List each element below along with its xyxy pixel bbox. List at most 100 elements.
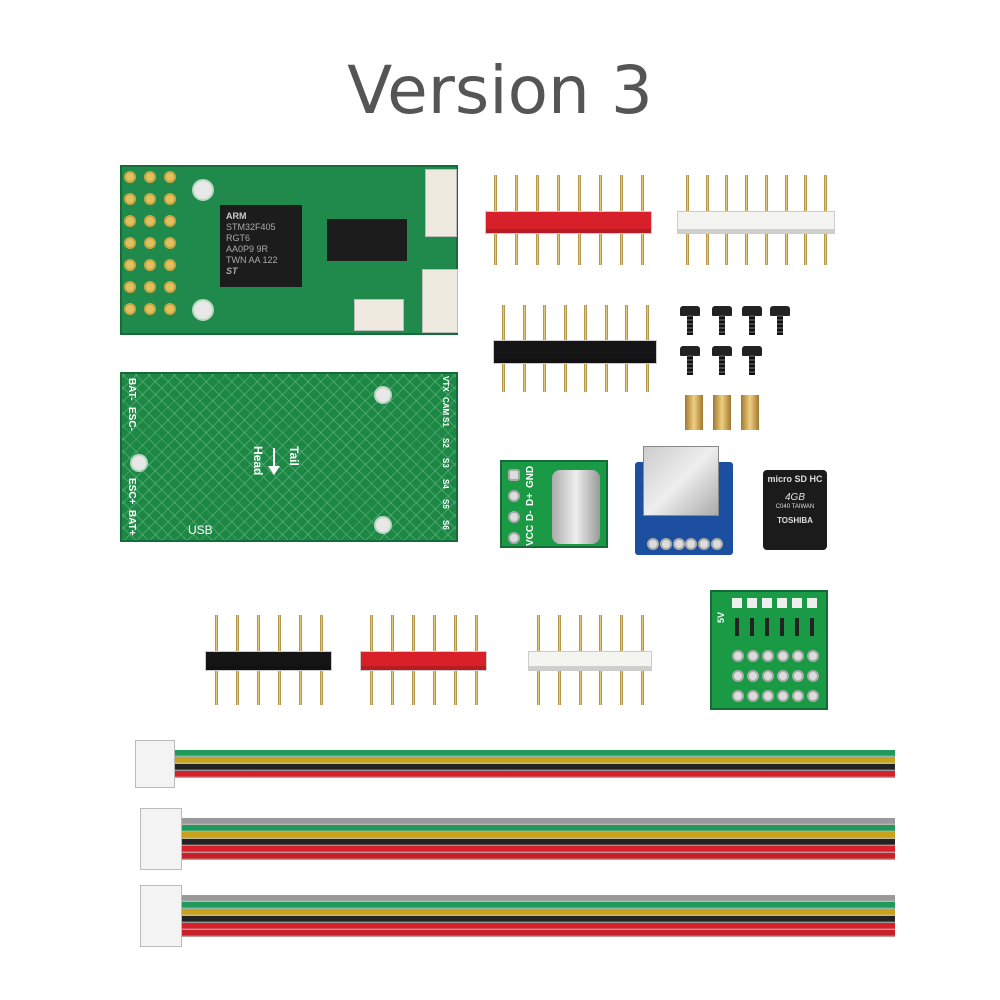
sd-pin-pad (659, 538, 672, 550)
sd-capacity: 4GB (784, 492, 805, 504)
solder-pad (124, 171, 136, 183)
pad (792, 598, 802, 608)
screw-thread (687, 315, 693, 335)
jst-cable (165, 895, 895, 937)
pad (777, 598, 787, 608)
resistor (810, 618, 814, 636)
chip-text: AA0P9 9R (226, 244, 269, 254)
wire (165, 839, 895, 846)
header-housing (205, 651, 332, 671)
microsd-card: micro SD HC 4GB C040 TAIWAN TOSHIBA (763, 470, 827, 550)
wire (165, 846, 895, 853)
screw-thread (719, 355, 725, 375)
chip-text: STM32F405 (226, 222, 276, 232)
sd-origin: C040 TAIWAN (775, 503, 815, 510)
solder-pad (164, 259, 176, 271)
title: Version 3 (347, 52, 653, 129)
wire (165, 930, 895, 937)
pad (732, 690, 744, 702)
pdb-label-s1: S1 (441, 417, 450, 427)
white-8pin-header (677, 175, 835, 265)
red-6pin-header (360, 615, 487, 705)
wire (165, 832, 895, 839)
screw-thread (749, 355, 755, 375)
pad (807, 690, 819, 702)
screw (712, 346, 732, 376)
label-esc-plus: ESC+ (126, 478, 137, 505)
brass-standoff (685, 395, 703, 430)
solder-pad (144, 237, 156, 249)
screw (712, 306, 732, 336)
screw-head (712, 306, 732, 316)
black-8pin-header (493, 305, 657, 392)
resistor (750, 618, 754, 636)
connector (354, 299, 404, 331)
solder-pad (164, 215, 176, 227)
chip-text: TWN AA 122 (226, 255, 278, 265)
pad (747, 598, 757, 608)
screw (680, 306, 700, 336)
label-usb: USB (188, 523, 213, 537)
wire (165, 750, 895, 757)
wire (165, 825, 895, 832)
connector (425, 169, 457, 237)
sd-card-module (635, 446, 733, 555)
solder-pad (124, 281, 136, 293)
pad (792, 690, 804, 702)
jst-cable (165, 750, 895, 778)
red-8pin-header (485, 175, 652, 265)
brass-standoff (713, 395, 731, 430)
usb-c-port (552, 470, 600, 544)
solder-pad (124, 303, 136, 315)
pad (762, 670, 774, 682)
sd-maker: TOSHIBA (777, 515, 813, 525)
pad (792, 670, 804, 682)
sd-brand: micro SD HC (767, 474, 823, 484)
solder-pad (124, 215, 136, 227)
header-housing (528, 651, 652, 671)
connector (422, 269, 458, 333)
pdb-label-vtx: VTX (441, 376, 450, 392)
brass-standoff (741, 395, 759, 430)
screw-thread (719, 315, 725, 335)
sd-pin-pad (685, 538, 698, 550)
wire (165, 895, 895, 902)
solder-pad (144, 171, 156, 183)
black-6pin-header (205, 615, 332, 705)
solder-pad (144, 303, 156, 315)
solder-pad (144, 259, 156, 271)
pad (762, 650, 774, 662)
resistor (795, 618, 799, 636)
wire (165, 902, 895, 909)
wire (165, 818, 895, 825)
solder-pad (164, 193, 176, 205)
pad (777, 670, 789, 682)
sd-pin-pad (672, 538, 685, 550)
pad (747, 670, 759, 682)
jst-connector (135, 740, 175, 788)
pdb-label-s5: S5 (441, 499, 450, 509)
pad (747, 690, 759, 702)
resistor (735, 618, 739, 636)
sd-pin-pad (710, 538, 723, 550)
solder-pad (164, 237, 176, 249)
label-tail: Tail (287, 446, 301, 466)
solder-pad (164, 171, 176, 183)
solder-pad (124, 237, 136, 249)
flight-controller-board: ARM STM32F405 RGT6 AA0P9 9R TWN AA 122 S… (120, 165, 458, 335)
st-logo: ST (226, 266, 238, 276)
wire (165, 757, 895, 764)
pdb-label-s3: S3 (441, 458, 450, 468)
pad (747, 650, 759, 662)
solder-pad (124, 193, 136, 205)
resistor (780, 618, 784, 636)
pad (807, 670, 819, 682)
wire (165, 764, 895, 771)
solder-pad (144, 215, 156, 227)
screw-thread (777, 315, 783, 335)
screw-head (742, 306, 762, 316)
pdb-label-s6: S6 (441, 519, 450, 530)
esc-breakout-board: 5V (710, 590, 828, 710)
resistor (765, 618, 769, 636)
